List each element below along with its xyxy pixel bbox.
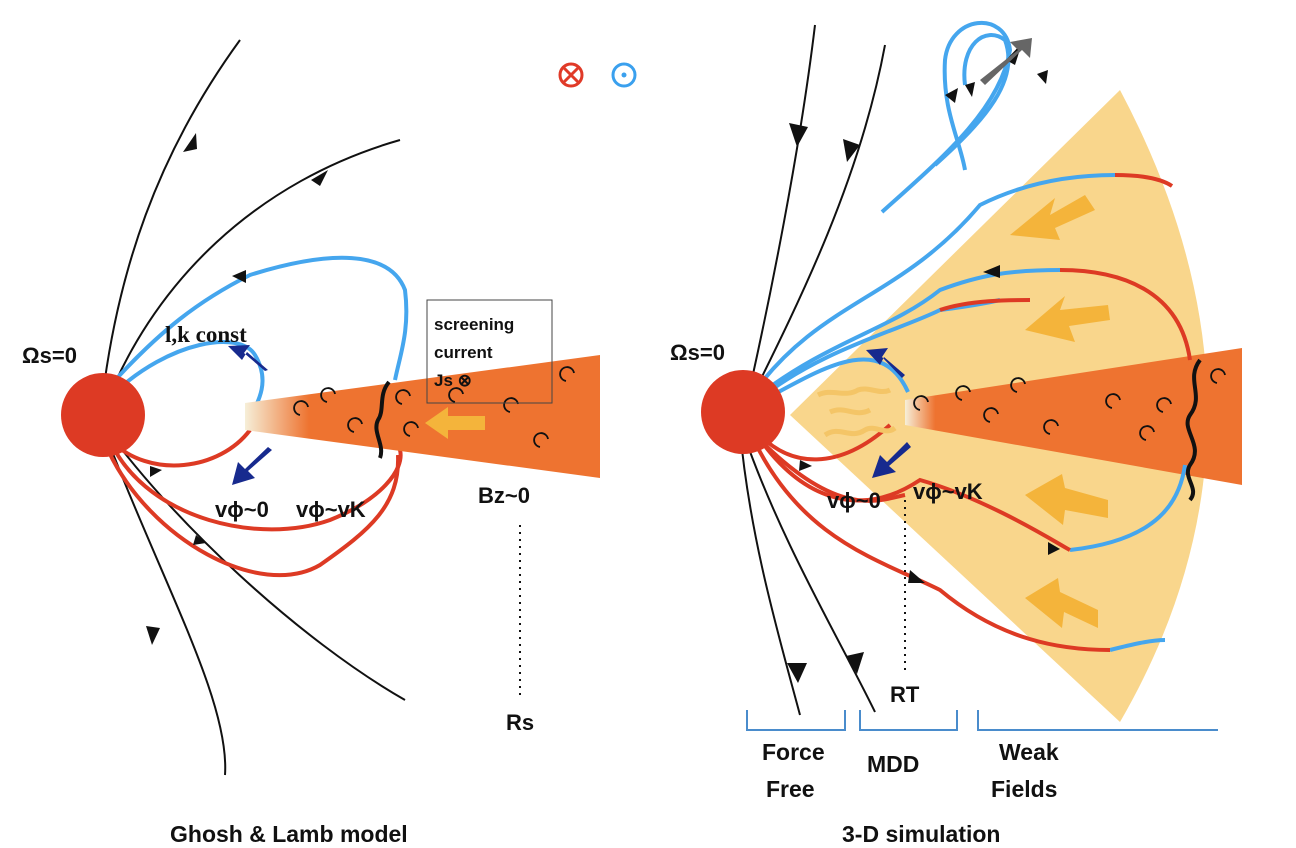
right-panel: Ωs=0 vϕ~0 vϕ~vK RT Force Free MDD Weak F… [670,21,1242,847]
left-rs-label: Rs [506,710,534,735]
right-rt-label: RT [890,682,920,707]
right-eddies [913,368,1226,441]
left-blue-field-lines [106,255,409,422]
right-inflow-arrows [1010,195,1110,628]
right-mdd-wisps [816,386,897,438]
right-up-velocity-arrow [866,348,905,378]
right-down-velocity-arrow [872,442,911,478]
screening-label-1: screening [434,315,514,334]
region-force-free-2: Free [766,776,815,802]
left-lk-label: l,k const [165,322,247,347]
left-bz-label: Bz~0 [478,483,530,508]
left-caption: Ghosh & Lamb model [170,821,408,847]
left-inflow-arrow [425,407,485,439]
screening-label-3: Js ⊗ [434,371,472,390]
left-screening-boundary [374,380,391,459]
right-disk-boundary [1185,358,1202,502]
right-red-field-lines [750,173,1192,652]
region-mdd: MDD [867,751,919,777]
left-star [61,373,145,457]
left-accretion-disk [245,355,600,478]
right-accretion-disk [905,348,1242,485]
left-open-field-lines [99,39,406,776]
left-down-velocity-arrow [232,447,272,485]
out-of-page-icon [611,62,637,88]
right-plasmoid [880,21,1013,214]
left-up-velocity-arrow [228,345,268,371]
screening-current-box [426,299,553,404]
left-panel: screening current Js ⊗ Ωs=0 l,k const vϕ… [22,39,600,847]
left-omega-label: Ωs=0 [22,343,77,368]
left-vphik-label: vϕ~vK [296,497,366,522]
region-weak-1: Weak [999,739,1059,765]
left-red-field-lines [106,428,403,577]
left-arrowhead [183,133,197,152]
right-vphi0-label: vϕ~0 [827,488,881,513]
plasmoid-ejection-arrow [980,38,1032,85]
right-vphik-label: vϕ~vK [913,479,983,504]
right-star [701,370,785,454]
region-weak-2: Fields [991,776,1057,802]
left-vphi0-label: vϕ~0 [215,497,269,522]
left-eddies [293,366,575,448]
legend [558,62,637,88]
region-brackets [746,710,1218,731]
right-open-field-lines [739,24,886,716]
right-omega-label: Ωs=0 [670,340,725,365]
right-caption: 3-D simulation [842,821,1000,847]
screening-label-2: current [434,343,493,362]
into-page-icon [558,62,584,88]
region-force-free-1: Force [762,739,825,765]
